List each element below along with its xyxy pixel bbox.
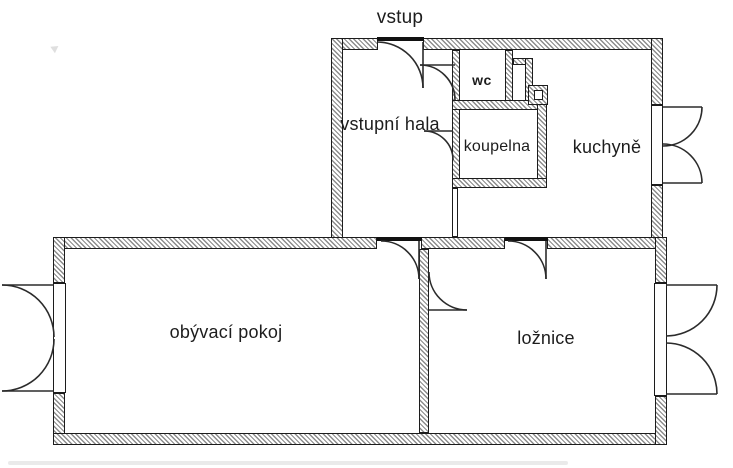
window-bedroom bbox=[654, 283, 667, 396]
wall-bathroom-bottom bbox=[452, 178, 547, 188]
window-kitchen bbox=[651, 105, 663, 185]
room-label-kitchen: kuchyně bbox=[572, 137, 642, 157]
living-window-top-arc bbox=[1, 284, 55, 338]
wall-bedroom-right-upper bbox=[655, 237, 667, 283]
wall-bedroom-right-lower bbox=[655, 396, 667, 445]
room-label-wc: wc bbox=[472, 72, 492, 88]
living-room-door-arc bbox=[380, 240, 420, 280]
entrance-door-arc bbox=[376, 41, 424, 89]
wall-bottomblock-left-upper bbox=[53, 237, 65, 283]
bedroom-left-door-arc bbox=[428, 271, 468, 311]
wall-hall-wc-bathroom bbox=[452, 50, 460, 188]
kitchen-window-bottom-arc bbox=[662, 143, 703, 184]
wall-topblock-left bbox=[331, 38, 343, 249]
room-label-bedroom: ložnice bbox=[517, 328, 575, 348]
entrance-door-lintel bbox=[377, 37, 424, 41]
bedroom-window-bottom-arc bbox=[665, 342, 718, 395]
bedroom-top-door-arc bbox=[507, 240, 547, 280]
partition-hall-kitchen bbox=[452, 188, 458, 237]
wall-bottom bbox=[53, 433, 667, 445]
bedroom-window-top-arc bbox=[665, 284, 718, 337]
bottom-shadow-strip bbox=[8, 461, 568, 465]
living-window-bottom-arc bbox=[1, 338, 55, 392]
room-label-hall: vstupní hala bbox=[340, 114, 440, 134]
wall-top-right-of-entrance bbox=[423, 38, 663, 50]
room-label-living-room: obývací pokoj bbox=[169, 322, 283, 342]
bedroom-top-door-lintel bbox=[505, 237, 548, 241]
room-label-bathroom: koupelna bbox=[463, 138, 531, 155]
wall-midband-center bbox=[421, 237, 505, 249]
living-room-door-lintel bbox=[377, 237, 422, 241]
wall-midband-right bbox=[547, 237, 667, 249]
wc-door-arc bbox=[419, 64, 456, 101]
wall-midband-left bbox=[53, 237, 377, 249]
entrance-label: vstup bbox=[376, 7, 424, 28]
flue-duct-inner bbox=[534, 90, 543, 100]
kitchen-window-top-arc bbox=[662, 106, 703, 147]
window-living-room bbox=[53, 283, 66, 393]
cursor-artifact bbox=[50, 42, 61, 54]
wall-living-bedroom bbox=[419, 249, 429, 433]
wall-kitchen-right-upper bbox=[651, 38, 663, 105]
